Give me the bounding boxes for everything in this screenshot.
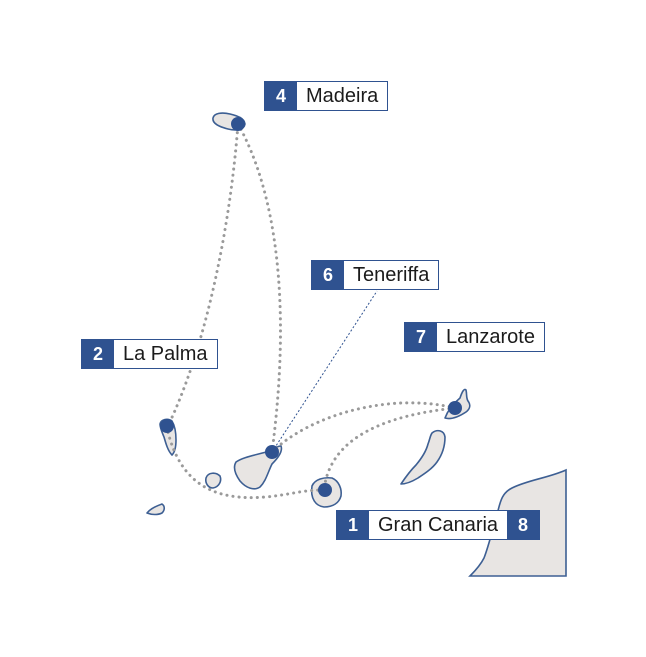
- route-gran-canaria-la-palma: [165, 426, 326, 500]
- port-marker-lanzarote[interactable]: [448, 401, 462, 415]
- route-tenerife-lanzarote: [270, 401, 457, 454]
- port-marker-madeira[interactable]: [231, 117, 245, 131]
- leader-line-teneriffa: [271, 290, 378, 453]
- port-marker-la-palma[interactable]: [160, 419, 174, 433]
- stop-number-end: 8: [507, 511, 540, 539]
- island-la-gomera: [205, 472, 222, 489]
- stop-name: La Palma: [123, 342, 208, 365]
- port-marker-gran-canaria[interactable]: [318, 483, 332, 497]
- route-lanzarote-gran-canaria: [322, 406, 457, 492]
- stop-name: Lanzarote: [446, 325, 535, 348]
- island-el-hierro: [146, 503, 166, 516]
- stop-number: 6: [312, 261, 344, 289]
- label-madeira[interactable]: 4 Madeira: [264, 81, 389, 111]
- label-gran-canaria[interactable]: 1 Gran Canaria 8: [336, 510, 541, 540]
- stop-number: 7: [405, 323, 437, 351]
- stop-name: Madeira: [306, 84, 379, 107]
- island-fuerteventura: [400, 429, 446, 485]
- stop-name: Teneriffa: [353, 263, 430, 286]
- stop-number: 1: [337, 511, 369, 539]
- stop-name: Gran Canaria: [378, 513, 499, 536]
- stop-number: 2: [82, 340, 114, 368]
- stop-number: 4: [265, 82, 297, 110]
- route-la-palma-madeira: [165, 122, 240, 430]
- label-lanzarote[interactable]: 7 Lanzarote: [404, 322, 545, 352]
- port-marker-tenerife[interactable]: [265, 445, 279, 459]
- label-teneriffa[interactable]: 6 Teneriffa: [311, 260, 440, 290]
- route-madeira-tenerife: [236, 122, 282, 454]
- label-la-palma[interactable]: 2 La Palma: [81, 339, 218, 369]
